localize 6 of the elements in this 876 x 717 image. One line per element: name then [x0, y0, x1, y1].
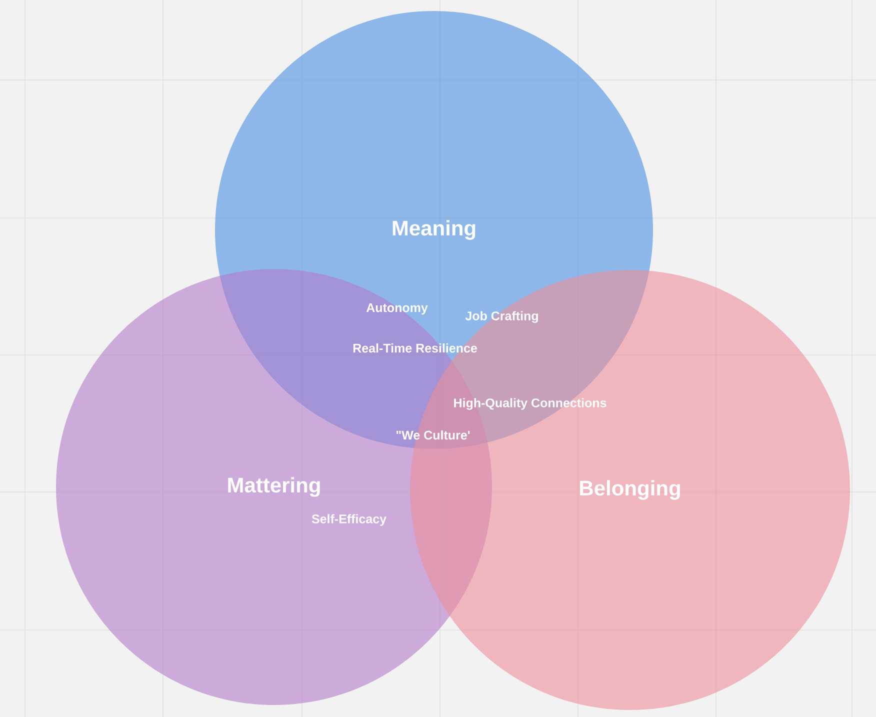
- overlap-label: Job Crafting: [465, 311, 538, 323]
- overlap-label: High-Quality Connections: [454, 398, 606, 410]
- overlap-label: Self-Efficacy: [312, 514, 386, 526]
- overlap-label: "We Culture': [396, 430, 470, 440]
- overlap-label: Real-Time Resilience: [353, 343, 477, 353]
- overlap-label: Autonomy: [366, 303, 428, 315]
